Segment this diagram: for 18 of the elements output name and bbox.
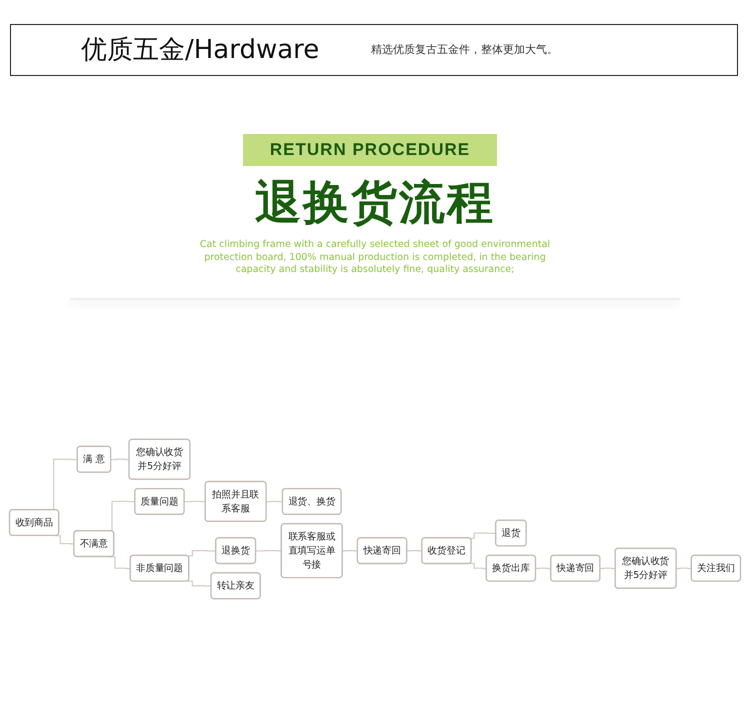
connector xyxy=(187,550,216,556)
connector xyxy=(676,568,692,570)
connector xyxy=(256,550,282,552)
section-subtitle: 精选优质复古五金件，整体更加大气。 xyxy=(371,42,558,58)
connector xyxy=(470,532,496,539)
section-banner: RETURN PROCEDURE xyxy=(243,134,497,166)
connector xyxy=(342,550,358,552)
connector xyxy=(600,568,616,570)
connector xyxy=(110,458,130,460)
connector xyxy=(266,500,283,502)
section-heading: 优质五金/Hardware xyxy=(81,34,320,66)
description-text: Cat climbing frame with a carefully selected sheet of good environmental protection board, 100% manual production is completed, in the bearing capacity and stability is absolutely fine, quality assurance; xyxy=(198,239,552,276)
page-title: 退换货流程 xyxy=(254,174,496,231)
connector xyxy=(536,568,551,570)
connector xyxy=(470,562,487,570)
connector xyxy=(184,500,206,502)
connector xyxy=(406,550,422,552)
connector xyxy=(187,580,212,587)
